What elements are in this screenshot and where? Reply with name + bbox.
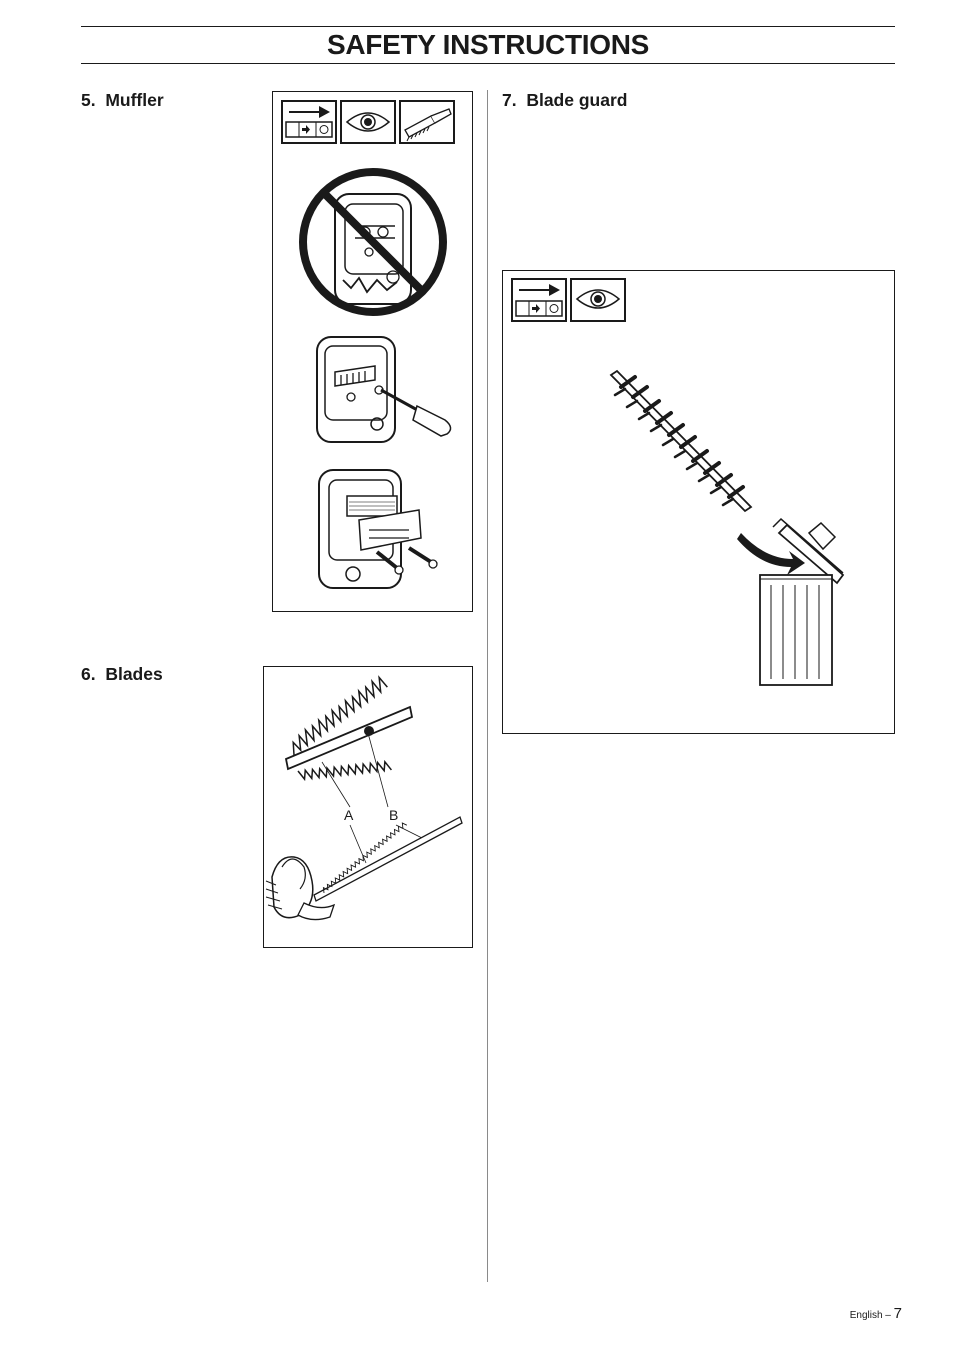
eye-icon xyxy=(340,100,396,144)
section-heading-muffler: 5. Muffler xyxy=(81,90,164,110)
section-heading-blades: 6. Blades xyxy=(81,664,163,684)
column-divider xyxy=(487,90,488,1282)
brush-icon xyxy=(399,100,455,144)
muffler-screen-illustration xyxy=(318,469,438,589)
blade-guard-figure-panel xyxy=(502,270,895,734)
arrow-check-icon xyxy=(511,278,567,322)
section-heading-blade-guard: 7. Blade guard xyxy=(502,90,628,110)
blades-figure-panel: A B xyxy=(263,666,473,948)
eye-icon xyxy=(570,278,626,322)
header-bottom-rule xyxy=(81,63,895,64)
page-number: 7 xyxy=(893,1305,902,1322)
figure-label-a: A xyxy=(344,807,354,823)
blade-closeup-illustration xyxy=(284,675,414,782)
trash-bin-icon xyxy=(759,517,845,686)
muffler-figure-panel xyxy=(272,91,473,612)
blade-guard-illustration xyxy=(609,369,753,513)
footer-language: English – xyxy=(849,1310,891,1321)
muffler-screwdriver-illustration xyxy=(316,336,452,443)
hedge-trimmer-illustration xyxy=(265,816,463,921)
page-title: SAFETY INSTRUCTIONS xyxy=(326,29,650,60)
arrow-check-icon xyxy=(281,100,337,144)
page-footer: English – 7 xyxy=(850,1304,902,1326)
header-top-rule xyxy=(81,26,895,27)
leader-line-a xyxy=(321,761,351,808)
prohibited-muffler-illustration xyxy=(299,168,447,316)
leader-line-b xyxy=(367,732,389,808)
figure-label-b: B xyxy=(389,807,398,823)
disposal-arrow-icon xyxy=(737,533,805,575)
